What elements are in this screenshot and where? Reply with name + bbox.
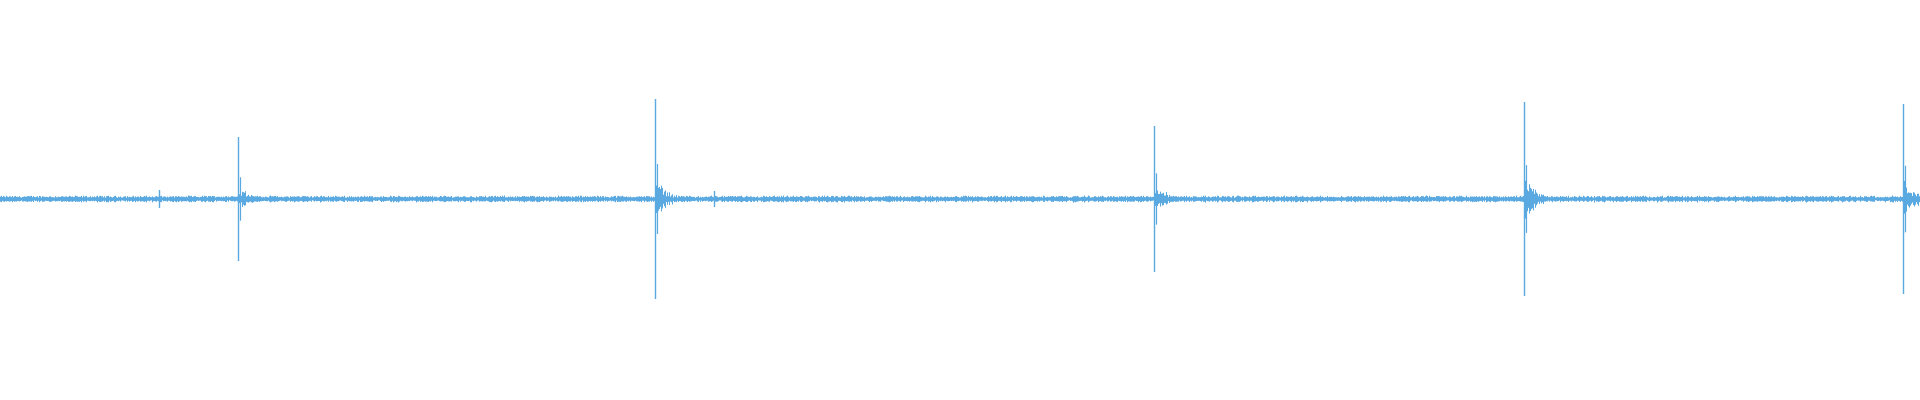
waveform-baseline	[0, 180, 1920, 219]
waveform-noise	[0, 180, 1920, 219]
waveform-peaks	[158, 99, 1907, 299]
